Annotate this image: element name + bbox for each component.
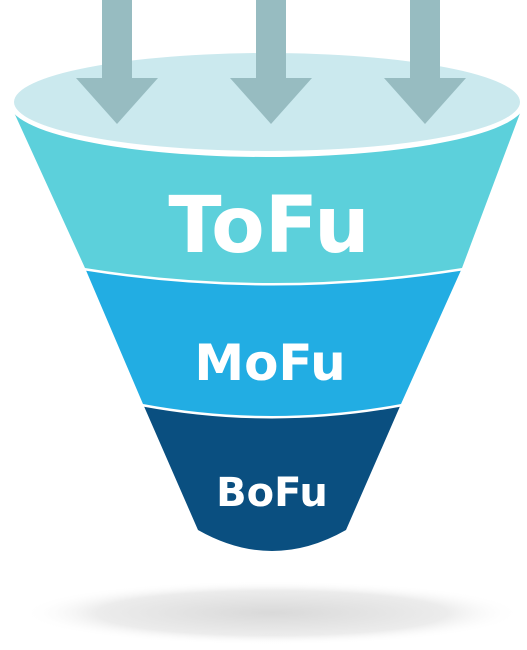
funnel-stage-mofu — [85, 268, 462, 416]
funnel-stage-tofu — [12, 108, 522, 283]
stage-label-bofu: BoFu — [216, 470, 328, 516]
arrow-down-icon — [230, 0, 312, 124]
stage-label-mofu: MoFu — [194, 334, 345, 392]
funnel-stage-bofu — [143, 404, 401, 551]
arrow-down-icon — [384, 0, 466, 124]
stage-label-tofu: ToFu — [168, 181, 369, 271]
arrow-down-icon — [76, 0, 158, 124]
floor-shadow — [22, 581, 522, 645]
